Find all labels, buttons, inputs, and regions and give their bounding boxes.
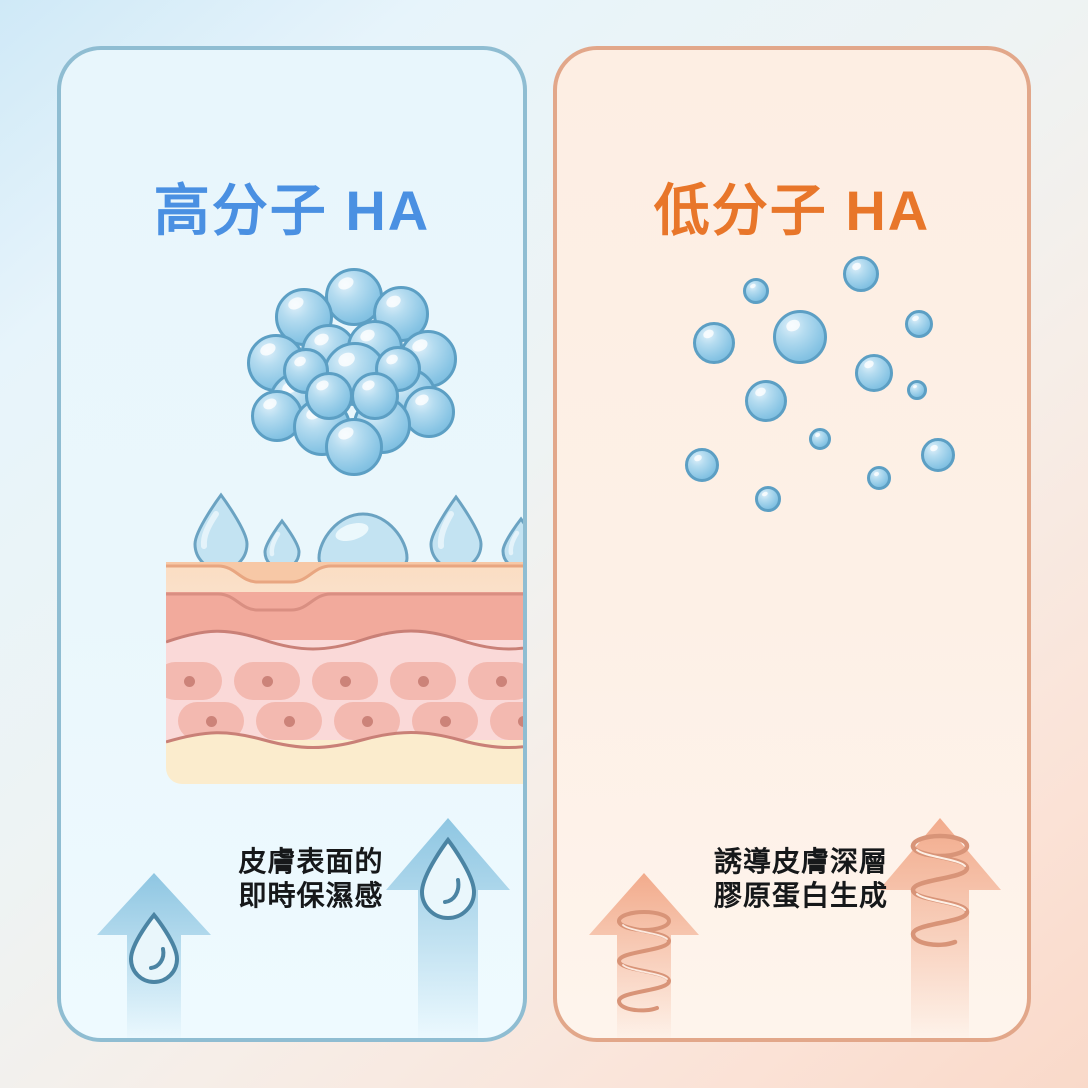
skin-cell xyxy=(312,662,378,700)
molecule-sphere xyxy=(921,438,955,472)
molecule-sphere xyxy=(375,346,421,392)
skin-cell xyxy=(256,702,322,740)
molecule-sphere xyxy=(403,386,455,438)
caption-left-line1: 皮膚表面的 xyxy=(238,846,384,877)
molecule-sphere xyxy=(809,428,831,450)
molecule-sphere xyxy=(745,380,787,422)
caption-right-line1: 誘導皮膚深層 xyxy=(713,846,888,877)
arrow-collagen-left xyxy=(589,873,699,1038)
collagen-coil-highlight xyxy=(916,849,966,911)
dermis-cell-row xyxy=(166,662,523,700)
ha-molecule-cluster xyxy=(247,268,457,480)
panel-right-title: 低分子 HA xyxy=(653,179,931,242)
molecule-sphere xyxy=(843,256,879,292)
water-drop-icon xyxy=(128,911,180,984)
arrow-moisture-right xyxy=(386,818,510,1038)
molecule-sphere xyxy=(905,310,933,338)
molecule-sphere xyxy=(907,380,927,400)
panel-high-molecular-weight: 高分子 HA xyxy=(57,46,527,1042)
molecule-sphere xyxy=(685,448,719,482)
skin-surface-dip xyxy=(166,562,523,584)
caption-right-line2: 膠原蛋白生成 xyxy=(713,880,888,912)
molecule-sphere xyxy=(325,418,383,476)
dermis-dip-line xyxy=(166,592,523,612)
molecule-sphere xyxy=(693,322,735,364)
ha-molecule-scatter xyxy=(667,240,967,520)
arrow-collagen-right xyxy=(879,818,1001,1038)
skin-cell xyxy=(234,662,300,700)
caption-left-line2: 即時保濕感 xyxy=(238,880,384,912)
molecule-sphere xyxy=(305,372,353,420)
water-drop-flat-icon xyxy=(316,510,410,570)
panel-left-title: 高分子 HA xyxy=(153,179,431,242)
collagen-coil-highlight xyxy=(622,924,668,980)
molecule-sphere xyxy=(743,278,769,304)
arrow-moisture-left xyxy=(97,873,211,1038)
water-drop-icon xyxy=(190,492,252,570)
molecule-sphere xyxy=(351,372,399,420)
panel-low-molecular-weight: 低分子 HA xyxy=(553,46,1031,1042)
skin-cell xyxy=(468,662,523,700)
skin-cell xyxy=(390,662,456,700)
molecule-sphere xyxy=(755,486,781,512)
subcutaneous-boundary-wave xyxy=(166,731,523,756)
molecule-sphere xyxy=(773,310,827,364)
skin-cell xyxy=(166,662,222,700)
surface-water-droplets xyxy=(166,490,523,570)
molecule-sphere xyxy=(855,354,893,392)
dermis-boundary-wave xyxy=(166,629,523,656)
water-drop-icon xyxy=(419,836,477,920)
water-drop-icon xyxy=(428,494,484,570)
caption-right: 誘導皮膚深層 膠原蛋白生成 xyxy=(690,845,912,913)
skin-cell xyxy=(490,702,523,740)
molecule-sphere xyxy=(867,466,891,490)
caption-left: 皮膚表面的 即時保濕感 xyxy=(203,845,419,913)
skin-cross-section-surface xyxy=(166,562,523,784)
